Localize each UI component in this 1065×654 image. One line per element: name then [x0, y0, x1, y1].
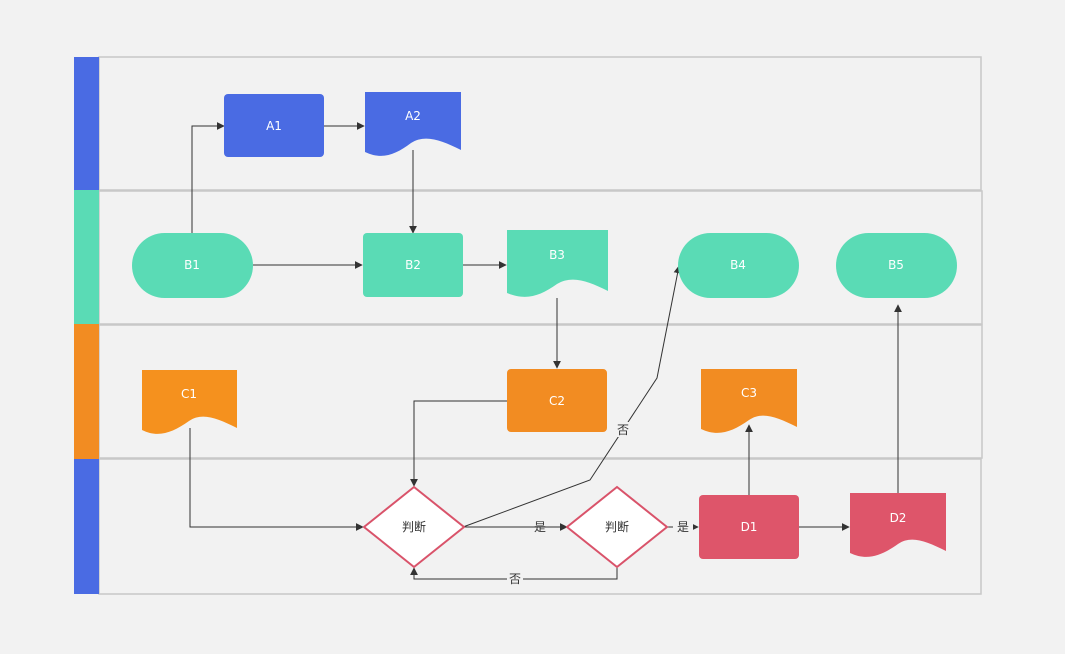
edge-c1-judge1[interactable]	[189, 428, 364, 531]
node-c2[interactable]: C2	[507, 369, 607, 432]
edges	[189, 122, 902, 580]
edge-c2-judge1[interactable]	[410, 400, 507, 487]
svg-text:C3: C3	[741, 386, 757, 400]
svg-text:B3: B3	[549, 248, 565, 262]
lane-3-header[interactable]	[74, 324, 99, 459]
node-d1[interactable]: D1	[699, 495, 799, 559]
node-b5[interactable]: B5	[836, 233, 957, 298]
node-b3[interactable]: B3	[507, 230, 608, 297]
svg-text:B1: B1	[184, 258, 200, 272]
node-b1[interactable]: B1	[132, 233, 253, 298]
svg-text:判断: 判断	[402, 519, 426, 534]
node-c3[interactable]: C3	[701, 369, 797, 433]
svg-text:B4: B4	[730, 258, 746, 272]
node-b2[interactable]: B2	[363, 233, 463, 297]
edge-label-no-loop: 否	[509, 572, 521, 586]
svg-text:C2: C2	[549, 394, 565, 408]
svg-text:C1: C1	[181, 387, 197, 401]
node-d2[interactable]: D2	[850, 493, 946, 557]
node-b4[interactable]: B4	[678, 233, 799, 298]
edge-b1-a1[interactable]	[191, 122, 225, 233]
svg-text:A2: A2	[405, 109, 421, 123]
node-a1[interactable]: A1	[224, 94, 324, 157]
svg-text:D1: D1	[741, 520, 758, 534]
lane-2-header[interactable]	[74, 190, 99, 324]
edge-label-no-up: 否	[617, 423, 629, 437]
lane-1-header[interactable]	[74, 57, 99, 190]
lane-4-header[interactable]	[74, 459, 99, 594]
svg-text:A1: A1	[266, 119, 282, 133]
svg-text:B2: B2	[405, 258, 421, 272]
svg-text:D2: D2	[890, 511, 907, 525]
edge-labels: 是 是 否 否	[507, 422, 693, 587]
node-judge-2[interactable]: 判断	[565, 485, 669, 569]
node-judge-1[interactable]: 判断	[362, 485, 466, 569]
node-c1[interactable]: C1	[142, 370, 237, 434]
node-a2[interactable]: A2	[365, 92, 461, 156]
swimlanes	[74, 56, 983, 595]
edge-label-yes-2: 是	[677, 520, 689, 534]
svg-text:判断: 判断	[605, 519, 629, 534]
svg-text:B5: B5	[888, 258, 904, 272]
edge-label-yes-1: 是	[534, 520, 546, 534]
